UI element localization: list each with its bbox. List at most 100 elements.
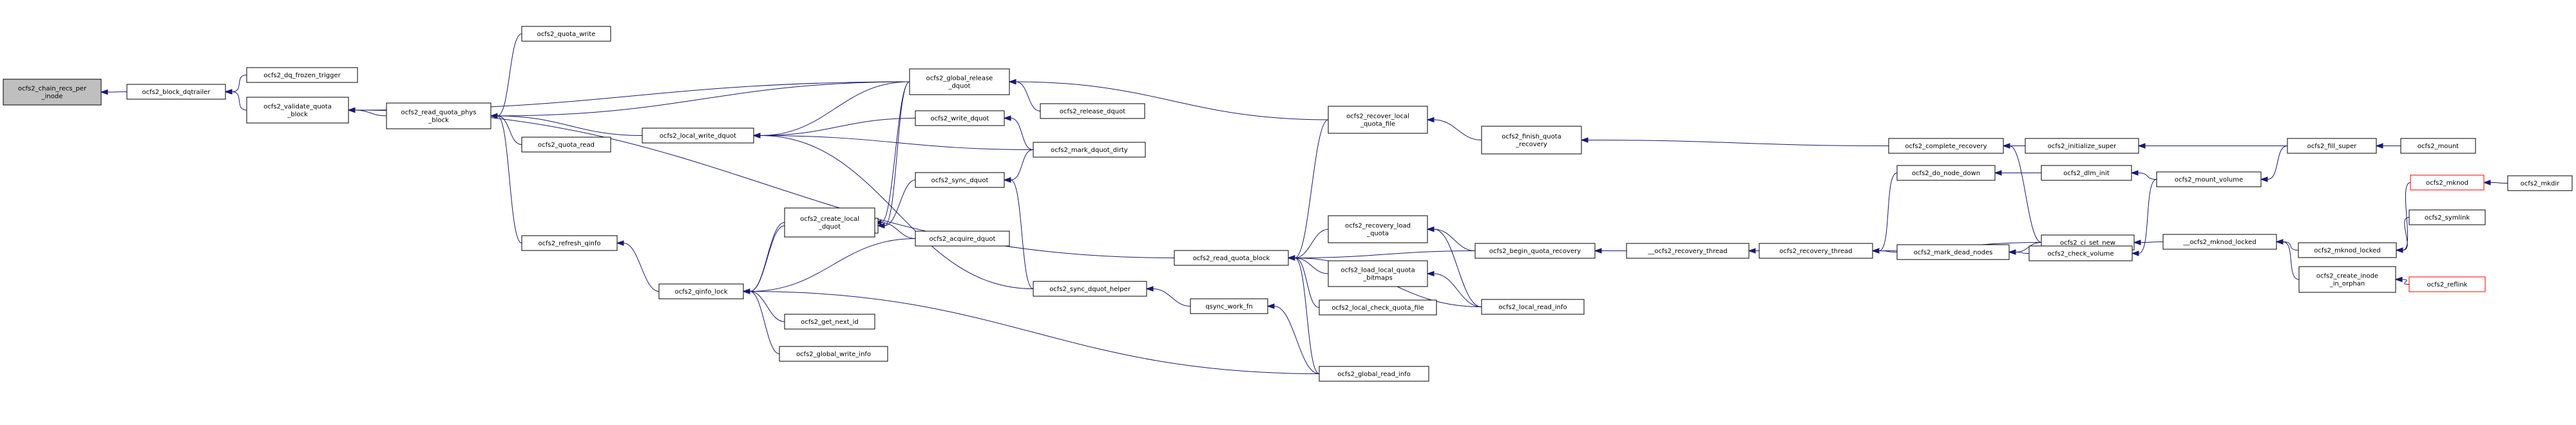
call-graph-nodes: ocfs2_chain_recs_per_inode ocfs2_block_dq… — [3, 26, 2573, 382]
function-node-fill-super[interactable]: ocfs2_fill_super — [2287, 138, 2377, 154]
function-node-create-inode-orphan[interactable]: ocfs2_create_inode_in_orphan — [2298, 266, 2396, 293]
function-node-label: ocfs2_mount — [2418, 143, 2459, 150]
function-node-mount-volume[interactable]: ocfs2_mount_volume — [2156, 171, 2262, 187]
call-edge — [742, 238, 916, 294]
function-node-label: ocfs2_reflink — [2427, 281, 2468, 288]
call-edge — [2275, 239, 2300, 280]
function-node-label: ocfs2_mkdir — [2521, 180, 2560, 187]
call-edge — [1580, 137, 1889, 146]
call-edge — [752, 118, 916, 138]
function-node-label: _recovery — [1515, 141, 1547, 148]
function-node-label: ocfs2_load_local_quota — [1340, 267, 1415, 274]
function-node-label: ocfs2_finish_quota — [1502, 133, 1561, 140]
function-node-label: qsync_work_fn — [1205, 303, 1252, 310]
function-node-read-quota-phys[interactable]: ocfs2_read_quota_phys_block — [386, 102, 491, 129]
call-edge — [2133, 240, 2164, 245]
function-node-recovery-thread[interactable]: ocfs2_recovery_thread — [1759, 243, 1873, 259]
call-edge — [2394, 276, 2410, 285]
call-edge — [2130, 170, 2157, 180]
call-edge — [1594, 248, 1627, 254]
function-node-label: _quota — [1366, 231, 1389, 238]
function-node-check-volume[interactable]: ocfs2_check_volume — [2028, 245, 2133, 261]
function-node-mknod-locked[interactable]: ocfs2_mknod_locked — [2298, 242, 2397, 258]
function-node-finish-quota-recovery[interactable]: ocfs2_finish_quota_recovery — [1481, 126, 1582, 155]
function-node-recovery-thread-u[interactable]: __ocfs2_recovery_thread — [1626, 243, 1750, 259]
function-node-label: _dquot — [948, 83, 970, 90]
call-edge — [752, 133, 1034, 150]
call-edge — [1426, 117, 1482, 140]
function-node-mknod[interactable]: ocfs2_mknod — [2410, 175, 2485, 191]
function-node-symlink[interactable]: ocfs2_symlink — [2409, 209, 2486, 225]
function-node-label: ocfs2_ci_set_new — [2060, 240, 2115, 247]
function-node-load-local-bitmaps[interactable]: ocfs2_load_local_quota_bitmaps — [1328, 260, 1428, 287]
function-node-get-next-id[interactable]: ocfs2_get_next_id — [784, 314, 875, 330]
function-node-local-read-info[interactable]: ocfs2_local_read_info — [1481, 299, 1585, 315]
function-node-sync-dquot[interactable]: ocfs2_sync_dquot — [915, 172, 1005, 188]
function-node-label: ocfs2_mark_dead_nodes — [1914, 249, 1993, 256]
call-edge — [752, 133, 1034, 289]
call-edge — [2137, 143, 2287, 149]
call-edge — [1287, 250, 1476, 261]
function-node-recovery-load[interactable]: ocfs2_recovery_load_quota — [1328, 215, 1428, 243]
function-node-write-dquot[interactable]: ocfs2_write_dquot — [915, 110, 1005, 126]
function-node-quota-read[interactable]: ocfs2_quota_read — [521, 137, 611, 153]
call-edge — [224, 89, 247, 111]
function-node-chain-recs[interactable]: ocfs2_chain_recs_per_inode — [3, 79, 102, 106]
function-node-create-local-dquot[interactable]: ocfs2_create_local_dquot — [784, 207, 875, 238]
function-node-label: ocfs2_recover_local — [1346, 113, 1409, 120]
function-node-global-release[interactable]: ocfs2_global_release_dquot — [909, 68, 1010, 95]
function-node-mkdir[interactable]: ocfs2_mkdir — [2507, 175, 2573, 191]
function-node-label: ocfs2_dq_frozen_trigger — [263, 72, 341, 79]
function-node-label: ocfs2_recovery_load — [1345, 223, 1411, 230]
call-edge — [752, 81, 910, 138]
function-node-read-quota-block[interactable]: ocfs2_read_quota_block — [1174, 250, 1289, 266]
call-edge — [2483, 180, 2508, 185]
function-node-global-read-info[interactable]: ocfs2_global_read_info — [1319, 366, 1429, 382]
call-edge — [100, 89, 128, 95]
function-node-label: ocfs2_initialize_super — [2048, 143, 2117, 150]
function-node-label: ocfs2_local_read_info — [1498, 304, 1567, 311]
call-edge — [742, 288, 785, 322]
function-node-dq-frozen[interactable]: ocfs2_dq_frozen_trigger — [246, 67, 358, 83]
function-node-begin-quota-recovery[interactable]: ocfs2_begin_quota_recovery — [1474, 243, 1596, 259]
function-node-refresh-qinfo[interactable]: ocfs2_refresh_qinfo — [521, 235, 618, 251]
call-edge — [1426, 226, 1476, 251]
function-node-local-write-dquot[interactable]: ocfs2_local_write_dquot — [642, 128, 754, 144]
function-node-qsync-work-fn[interactable]: qsync_work_fn — [1190, 298, 1268, 314]
call-edge — [1266, 303, 1320, 374]
call-edge — [616, 240, 660, 292]
function-node-label: ocfs2_mknod — [2426, 180, 2468, 187]
function-node-complete-recovery[interactable]: ocfs2_complete_recovery — [1888, 138, 2004, 154]
function-node-global-write-info[interactable]: ocfs2_global_write_info — [779, 346, 888, 362]
function-node-mark-dead-nodes[interactable]: ocfs2_mark_dead_nodes — [1896, 244, 2010, 260]
function-node-acquire-dquot[interactable]: ocfs2_acquire_dquot — [915, 231, 1010, 247]
function-node-local-check-quota[interactable]: ocfs2_local_check_quota_file — [1319, 299, 1437, 316]
function-node-label: ocfs2_begin_quota_recovery — [1489, 248, 1581, 255]
function-node-qinfo-lock[interactable]: ocfs2_qinfo_lock — [658, 283, 744, 299]
function-node-initialize-super[interactable]: ocfs2_initialize_super — [2025, 138, 2139, 154]
call-edge — [1426, 226, 1482, 307]
function-node-label: _bitmaps — [1362, 275, 1392, 282]
function-node-label: ocfs2_refresh_qinfo — [539, 240, 601, 247]
function-node-label: ocfs2_qinfo_lock — [675, 288, 728, 296]
function-node-mark-dquot-dirty[interactable]: ocfs2_mark_dquot_dirty — [1033, 142, 1146, 158]
function-node-label: _quota_file — [1360, 121, 1395, 128]
function-node-reflink[interactable]: ocfs2_reflink — [2409, 276, 2486, 292]
call-edge — [490, 81, 910, 119]
function-node-quota-write[interactable]: ocfs2_quota_write — [521, 26, 611, 42]
function-node-mknod-locked-u[interactable]: __ocfs2_mknod_locked — [2162, 234, 2277, 250]
function-node-sync-dquot-helper[interactable]: ocfs2_sync_dquot_helper — [1033, 281, 1147, 297]
function-node-do-node-down[interactable]: ocfs2_do_node_down — [1896, 165, 1996, 181]
function-node-release-dquot[interactable]: ocfs2_release_dquot — [1040, 103, 1145, 119]
function-node-label: ocfs2_global_read_info — [1337, 371, 1410, 378]
function-node-validate-quota[interactable]: ocfs2_validate_quota_block — [246, 97, 349, 124]
function-node-label: ocfs2_read_quota_phys — [401, 109, 477, 117]
function-node-recover-local[interactable]: ocfs2_recover_local_quota_file — [1328, 106, 1428, 134]
function-node-label: ocfs2_create_inode — [2316, 273, 2378, 280]
call-edge — [1008, 79, 1041, 111]
function-node-mount[interactable]: ocfs2_mount — [2400, 138, 2476, 154]
function-node-label: _block — [428, 117, 449, 124]
function-node-dlm-init[interactable]: ocfs2_dlm_init — [2041, 165, 2132, 181]
function-node-block-dqtrailer[interactable]: ocfs2_block_dqtrailer — [126, 84, 226, 100]
